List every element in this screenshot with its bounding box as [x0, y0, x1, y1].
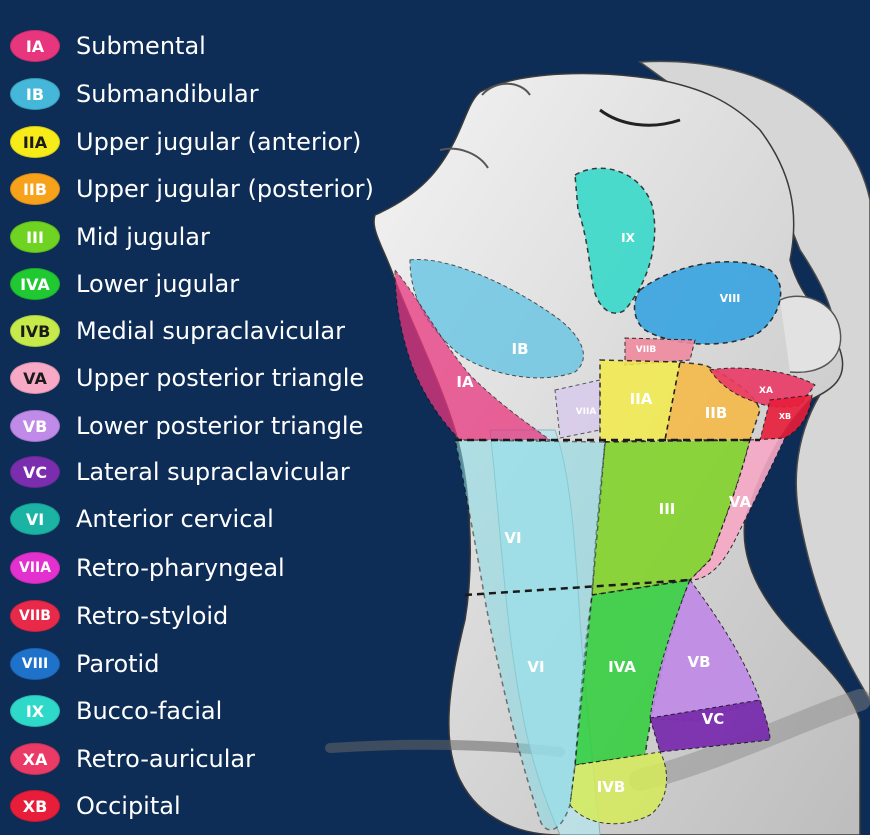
legend-badge: VI [10, 503, 60, 535]
legend-item-va: VA Upper posterior triangle [10, 358, 400, 398]
legend-badge: IIA [10, 126, 60, 158]
zone-label-vi-upper: VI [504, 529, 521, 547]
zone-viia [554, 379, 601, 439]
zone-label-va: VA [729, 493, 752, 511]
legend-badge: IB [10, 78, 60, 110]
legend-label: Anterior cervical [76, 505, 274, 533]
legend-label: Lower jugular [76, 270, 240, 298]
legend-item-vb: VB Lower posterior triangle [10, 406, 400, 446]
zone-ivb [569, 751, 668, 825]
legend-item-ivb: IVB Medial supraclavicular [10, 311, 400, 351]
legend-badge: VIIB [10, 600, 60, 632]
legend-item-ib: IB Submandibular [10, 74, 400, 114]
hair-shape [637, 60, 870, 702]
eye-lashes [599, 108, 681, 127]
legend-badge: XA [10, 743, 60, 775]
zone-ix [574, 167, 656, 314]
legend-badge: IX [10, 695, 60, 727]
legend: IA Submental IB Submandibular IIA Upper … [0, 0, 400, 835]
legend-label: Lower posterior triangle [76, 412, 364, 440]
zone-label-ix: IX [621, 231, 635, 245]
legend-label: Upper posterior triangle [76, 364, 365, 392]
level-divider-line [464, 578, 691, 597]
zone-label-vc: VC [702, 710, 725, 728]
zone-viib [624, 337, 696, 366]
legend-item-viia: VIIA Retro-pharyngeal [10, 548, 400, 588]
legend-item-ia: IA Submental [10, 26, 400, 66]
zone-va [688, 437, 786, 581]
legend-badge: IA [10, 30, 60, 62]
legend-item-xb: XB Occipital [10, 786, 400, 826]
legend-badge: VIII [10, 648, 60, 680]
zone-label-iva: IVA [608, 658, 636, 676]
legend-label: Parotid [76, 650, 160, 678]
legend-item-xa: XA Retro-auricular [10, 739, 400, 779]
zone-label-vb: VB [687, 653, 710, 671]
legend-item-viib: VIIB Retro-styloid [10, 596, 400, 636]
zone-label-iii: III [659, 500, 676, 518]
zone-label-viib: VIIB [636, 345, 657, 355]
zone-label-viii: VIII [720, 292, 741, 305]
legend-badge: III [10, 221, 60, 253]
legend-label: Submandibular [76, 80, 259, 108]
lips-line [439, 147, 489, 169]
legend-badge: IVB [10, 315, 60, 347]
legend-item-iia: IIA Upper jugular (anterior) [10, 122, 400, 162]
legend-label: Lateral supraclavicular [76, 458, 350, 486]
zone-iia [599, 359, 681, 443]
zone-label-ivb: IVB [597, 778, 626, 796]
legend-badge: IIB [10, 173, 60, 205]
legend-item-vi: VI Anterior cervical [10, 499, 400, 539]
zone-xb [759, 394, 813, 441]
legend-label: Occipital [76, 792, 181, 820]
zone-vi [454, 439, 606, 831]
legend-badge: XB [10, 790, 60, 822]
head-neck-illustration: IX VIII VIIB IB IA VIIA IIA IIB XA XB II… [325, 60, 870, 835]
legend-item-ix: IX Bucco-facial [10, 691, 400, 731]
legend-item-iii: III Mid jugular [10, 217, 400, 257]
zone-label-vi-lower: VI [527, 658, 544, 676]
legend-label: Upper jugular (posterior) [76, 175, 374, 203]
nose-line [481, 82, 531, 96]
zone-label-ib: IB [511, 340, 528, 358]
legend-label: Upper jugular (anterior) [76, 128, 362, 156]
zone-label-xb: XB [779, 412, 791, 421]
legend-label: Submental [76, 32, 206, 60]
legend-badge: VIIA [10, 552, 60, 584]
legend-badge: IVA [10, 268, 60, 300]
legend-item-viii: VIII Parotid [10, 644, 400, 684]
legend-item-iva: IVA Lower jugular [10, 264, 400, 304]
legend-label: Retro-styloid [76, 602, 229, 630]
zone-label-ia: IA [456, 373, 474, 391]
legend-item-iib: IIB Upper jugular (posterior) [10, 169, 400, 209]
zone-label-iib: IIB [705, 404, 728, 422]
legend-label: Medial supraclavicular [76, 317, 345, 345]
zone-label-iia: IIA [630, 390, 653, 408]
legend-label: Mid jugular [76, 223, 210, 251]
legend-label: Retro-pharyngeal [76, 554, 285, 582]
zone-label-xa: XA [759, 386, 773, 396]
legend-badge: VA [10, 362, 60, 394]
zone-ia [394, 268, 552, 441]
legend-badge: VB [10, 410, 60, 442]
zone-viii [633, 261, 782, 345]
legend-badge: VC [10, 456, 60, 488]
zone-label-viia: VIIA [576, 407, 597, 417]
ear-shape [779, 295, 842, 374]
legend-label: Retro-auricular [76, 745, 256, 773]
legend-label: Bucco-facial [76, 697, 223, 725]
zone-vc [649, 699, 771, 753]
legend-item-vc: VC Lateral supraclavicular [10, 452, 400, 492]
